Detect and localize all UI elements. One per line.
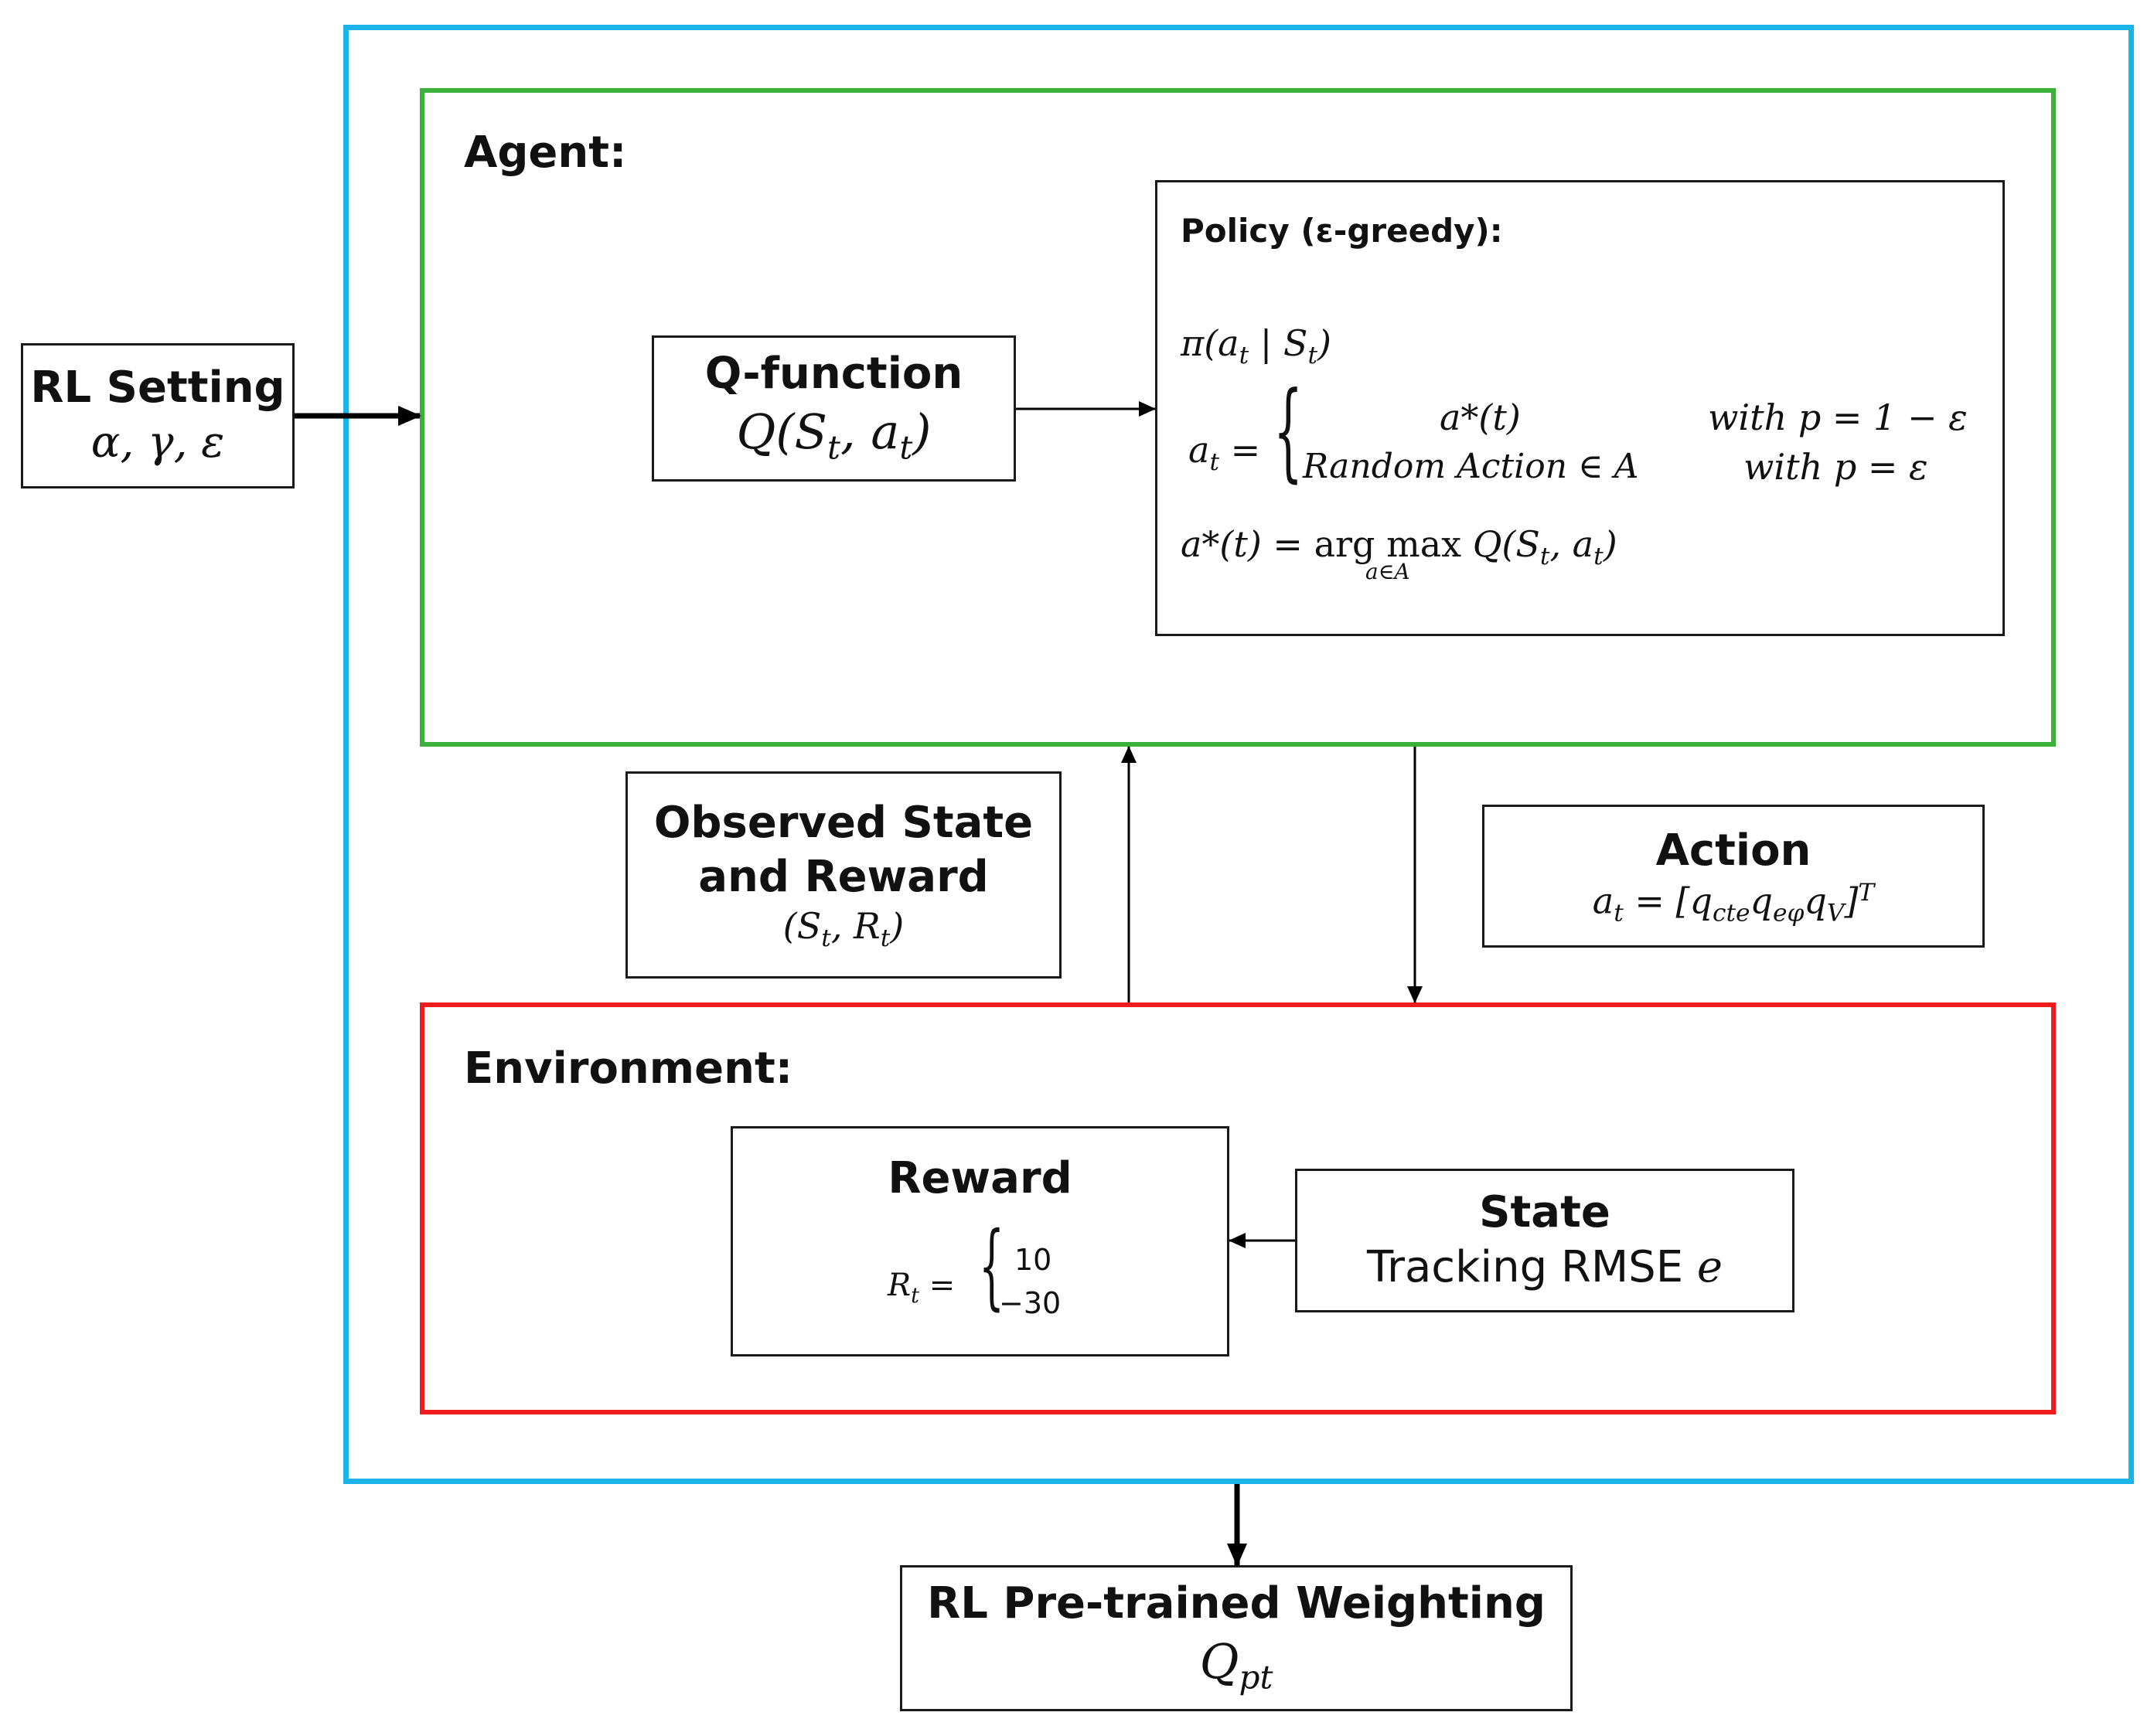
policy-case2-cond: with p = ε	[1743, 446, 1928, 488]
environment-frame	[420, 1002, 2056, 1414]
observed-formula: (St, Rt)	[782, 904, 905, 953]
policy-astar: a*(t) = arg max a∈A Q(St, at)	[1181, 523, 1617, 584]
state-box: State Tracking RMSE e	[1295, 1169, 1794, 1312]
rl-setting-title: RL Setting	[30, 362, 285, 413]
policy-case1-value: a*(t)	[1440, 397, 1521, 438]
reward-case1: 10	[1014, 1243, 1052, 1277]
reward-lhs: Rt =	[888, 1268, 956, 1308]
reward-box: Reward Rt = { 10 −30	[731, 1126, 1229, 1356]
environment-label: Environment:	[464, 1043, 793, 1094]
policy-brace: {	[1273, 369, 1304, 495]
action-box: Action at = [qcteqeφqV]T	[1482, 805, 1985, 948]
action-title: Action	[1655, 825, 1811, 876]
pretrained-weighting-box: RL Pre-trained Weighting Qpt	[900, 1565, 1573, 1711]
rl-system-frame	[343, 25, 2134, 1484]
reward-title: Reward	[888, 1153, 1072, 1203]
q-function-box: Q-function Q(St, at)	[652, 335, 1016, 482]
q-function-formula: Q(St, at)	[736, 403, 932, 467]
reward-case2: −30	[999, 1286, 1062, 1320]
policy-case1-cond: with p = 1 − ε	[1708, 397, 1968, 438]
reward-brace: {	[979, 1214, 1005, 1321]
observed-state-reward-box: Observed State and Reward (St, Rt)	[625, 771, 1062, 979]
state-title: State	[1479, 1186, 1610, 1237]
q-function-title: Q-function	[704, 349, 963, 400]
policy-box: Policy (ε-greedy): π(at | St) at = { a*(…	[1155, 180, 2005, 636]
pretrained-formula: Qpt	[1199, 1633, 1273, 1697]
pretrained-title: RL Pre-trained Weighting	[927, 1578, 1546, 1629]
rl-setting-box: RL Setting α, γ, ε	[21, 343, 295, 488]
state-text: Tracking RMSE e	[1366, 1241, 1723, 1292]
agent-label: Agent:	[464, 128, 627, 178]
policy-at-lhs: at =	[1188, 429, 1261, 477]
observed-title-line1: Observed State	[653, 797, 1034, 848]
action-formula: at = [qcteqeφqV]T	[1592, 878, 1875, 928]
agent-frame	[420, 88, 2056, 747]
observed-title-line2: and Reward	[698, 851, 989, 902]
policy-case2-value: Random Action ∈ A	[1303, 447, 1639, 486]
rl-setting-params: α, γ, ε	[90, 417, 225, 468]
policy-title: Policy (ε-greedy):	[1181, 212, 1503, 250]
policy-pi: π(at | St)	[1181, 322, 1331, 370]
